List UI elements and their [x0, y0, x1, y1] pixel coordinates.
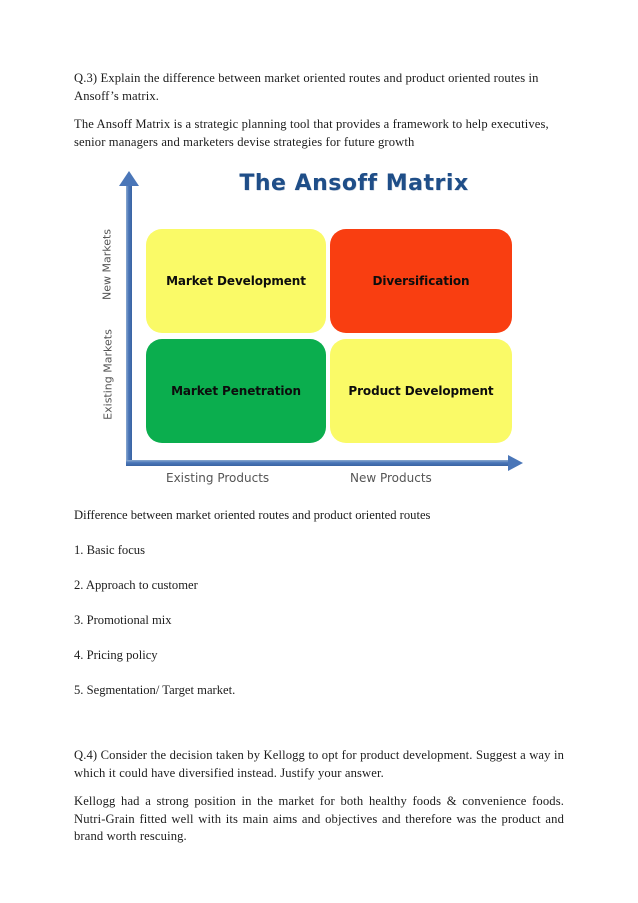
list-item: 3. Promotional mix — [74, 613, 172, 627]
horizontal-axis-line — [126, 460, 512, 466]
quadrant-market-development: Market Development — [146, 229, 326, 333]
section-spacer — [74, 717, 564, 747]
difference-heading: Difference between market oriented route… — [74, 508, 431, 522]
x-axis-label-new-products: New Products — [350, 471, 432, 485]
list-item: 2. Approach to customer — [74, 578, 198, 592]
vertical-axis-line — [126, 185, 132, 466]
quadrant-diversification: Diversification — [330, 229, 512, 333]
ansoff-matrix-figure: The Ansoff Matrix New Markets Existing M… — [88, 163, 558, 493]
x-axis-label-existing-products: Existing Products — [166, 471, 270, 485]
question-4-paragraph: Q.4) Consider the decision taken by Kell… — [74, 748, 564, 780]
ansoff-intro-paragraph: The Ansoff Matrix is a strategic plannin… — [74, 117, 549, 149]
list-item: 1. Basic focus — [74, 543, 145, 557]
list-item: 4. Pricing policy — [74, 648, 158, 662]
question-3-paragraph: Q.3) Explain the difference between mark… — [74, 71, 539, 103]
quadrant-product-development: Product Development — [330, 339, 512, 443]
ansoff-matrix-title: The Ansoff Matrix — [239, 171, 469, 196]
quadrant-market-penetration: Market Penetration — [146, 339, 326, 443]
document-content: Q.3) Explain the difference between mark… — [74, 70, 564, 857]
y-axis-label-new-markets: New Markets — [100, 228, 114, 301]
vertical-axis-arrow-icon — [119, 171, 139, 186]
answer-paragraph: Kellogg had a strong position in the mar… — [74, 794, 564, 843]
horizontal-axis-arrow-icon — [508, 455, 523, 471]
list-item: 5. Segmentation/ Target market. — [74, 683, 236, 697]
y-axis-label-existing-markets: Existing Markets — [101, 329, 115, 420]
